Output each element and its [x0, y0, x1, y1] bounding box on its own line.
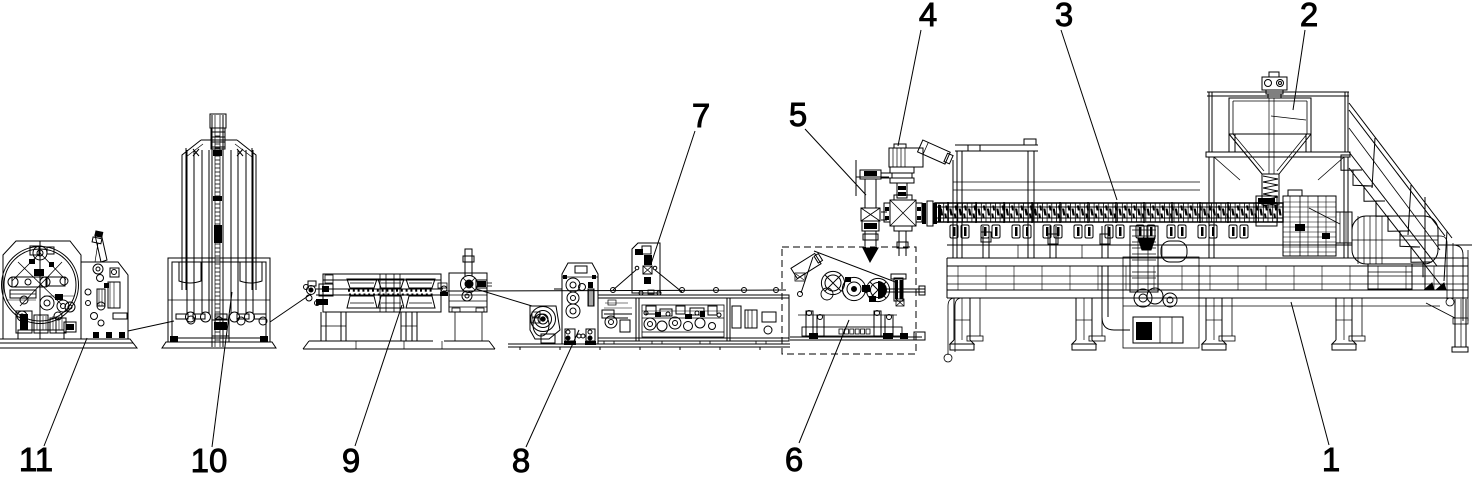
svg-text:1: 1: [1322, 441, 1340, 473]
svg-text:7: 7: [692, 97, 710, 134]
svg-text:6: 6: [785, 441, 803, 473]
svg-text:10: 10: [191, 442, 228, 473]
svg-text:3: 3: [1055, 0, 1073, 33]
svg-text:5: 5: [789, 96, 807, 133]
svg-text:2: 2: [1300, 0, 1318, 33]
svg-text:8: 8: [512, 442, 530, 473]
svg-text:11: 11: [19, 441, 53, 473]
svg-text:4: 4: [919, 0, 937, 33]
svg-text:9: 9: [342, 442, 360, 473]
